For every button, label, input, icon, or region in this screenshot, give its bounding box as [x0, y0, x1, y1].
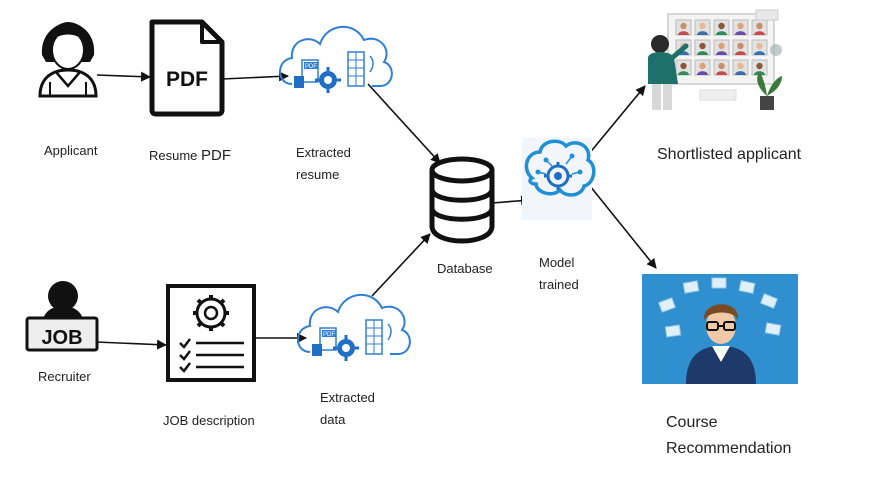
candidate-photo [751, 19, 768, 36]
arrow-extracted-to-database [367, 83, 441, 164]
pdf-document-text: PDF [166, 68, 208, 91]
candidate-photo [732, 19, 749, 36]
resume-pdf-label-suffix: PDF [201, 147, 232, 164]
extracted-data-label: Extracted data [320, 387, 375, 431]
candidate-photo [751, 39, 768, 56]
connector-arrows [95, 71, 657, 350]
extracted-data-line1: Extracted [320, 390, 375, 405]
applicant-label: Applicant [44, 143, 98, 158]
candidate-photo [694, 59, 711, 76]
gear-icon [770, 44, 782, 56]
woman-figure [648, 35, 689, 110]
candidate-photo [732, 39, 749, 56]
model-line1: Model [539, 255, 575, 270]
arrow-resume-to-extracted [221, 71, 289, 82]
database-label: Database [437, 261, 493, 276]
extracted-data-line2: data [320, 412, 346, 427]
plant-icon [757, 72, 782, 110]
candidate-photo [751, 59, 768, 76]
candidate-photo [675, 19, 692, 36]
pdf-document-icon: PDF [149, 19, 225, 117]
candidate-photo-grid [675, 19, 768, 76]
extracted-resume-label: Extracted resume [296, 142, 351, 186]
resume-pdf-label: Resume PDF [149, 145, 231, 167]
candidate-photo [694, 39, 711, 56]
candidate-photo [675, 59, 692, 76]
pdf-badge-top: PDF [305, 64, 317, 70]
job-description-icon [166, 284, 256, 382]
candidate-photo [713, 59, 730, 76]
candidate-photo [694, 19, 711, 36]
candidate-photo [732, 59, 749, 76]
cloud-extract-icon-bottom: PDF [297, 293, 411, 361]
gear-icon [193, 295, 229, 331]
arrow-recruiter-to-jobdesc [95, 339, 167, 350]
shortlisted-label: Shortlisted applicant [657, 146, 802, 163]
model-line2: trained [539, 277, 579, 292]
job-board-text: JOB [41, 327, 82, 349]
man-with-glasses [686, 304, 756, 384]
course-recommendation-label: Course Recommendation [666, 410, 791, 462]
applicant-icon [38, 22, 98, 98]
arrow-model-to-shortlisted [587, 85, 646, 156]
arrow-applicant-to-resume [96, 71, 151, 82]
course-line2: Recommendation [666, 440, 792, 457]
shortlisted-illustration [648, 9, 782, 110]
recruiter-icon: JOB [25, 281, 99, 352]
database-icon [429, 156, 495, 244]
pdf-badge-bottom: PDF [323, 332, 335, 338]
arrow-model-to-course [589, 185, 657, 269]
candidate-photo [713, 39, 730, 56]
course-line1: Course [666, 414, 718, 431]
course-recommendation-illustration [642, 274, 798, 384]
model-trained-label: Model trained [539, 252, 579, 296]
brain-model-icon [522, 138, 596, 220]
extracted-resume-line2: resume [296, 167, 340, 182]
recruiter-label: Recruiter [38, 369, 91, 384]
arrow-extracted-to-database-bottom [371, 233, 431, 297]
job-description-label: JOB description [163, 413, 255, 428]
resume-pdf-label-prefix: Resume [149, 148, 202, 163]
candidate-photo [713, 19, 730, 36]
course-cards [658, 277, 782, 338]
extracted-resume-line1: Extracted [296, 145, 351, 160]
cloud-extract-icon-top: PDF [279, 25, 393, 93]
